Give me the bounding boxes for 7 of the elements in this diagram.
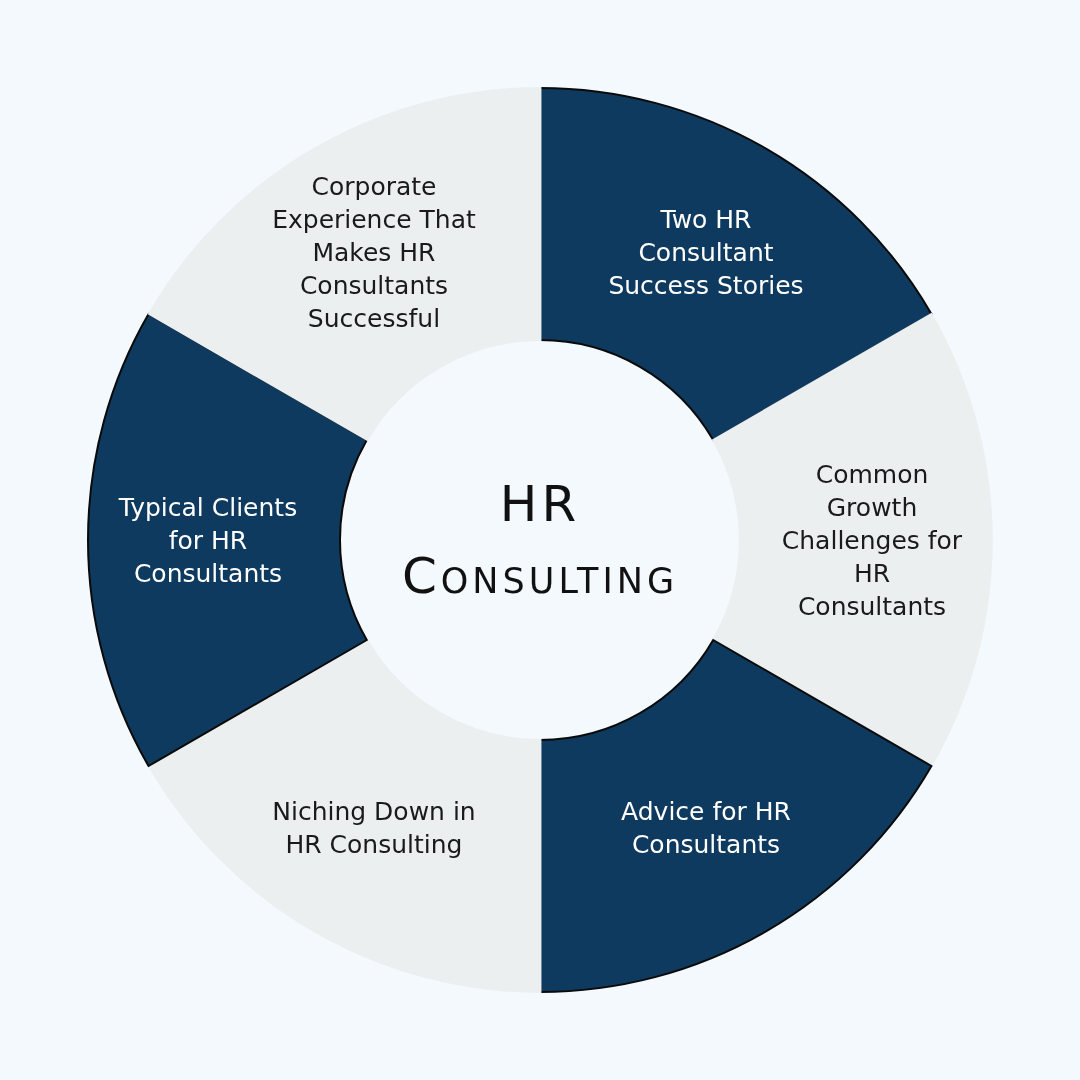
segment-label: Common Growth Challenges for HR Consultants (780, 458, 964, 623)
segment-label: Two HR Consultant Success Stories (607, 203, 805, 302)
segment-label: Typical Clients for HR Consultants (117, 491, 299, 590)
segment-label: Advice for HR Consultants (620, 795, 792, 861)
segment-label: Corporate Experience That Makes HR Consultants Successful (271, 170, 477, 335)
center-title: HR Consulting (400, 474, 680, 607)
segment-label: Niching Down in HR Consulting (271, 795, 477, 861)
